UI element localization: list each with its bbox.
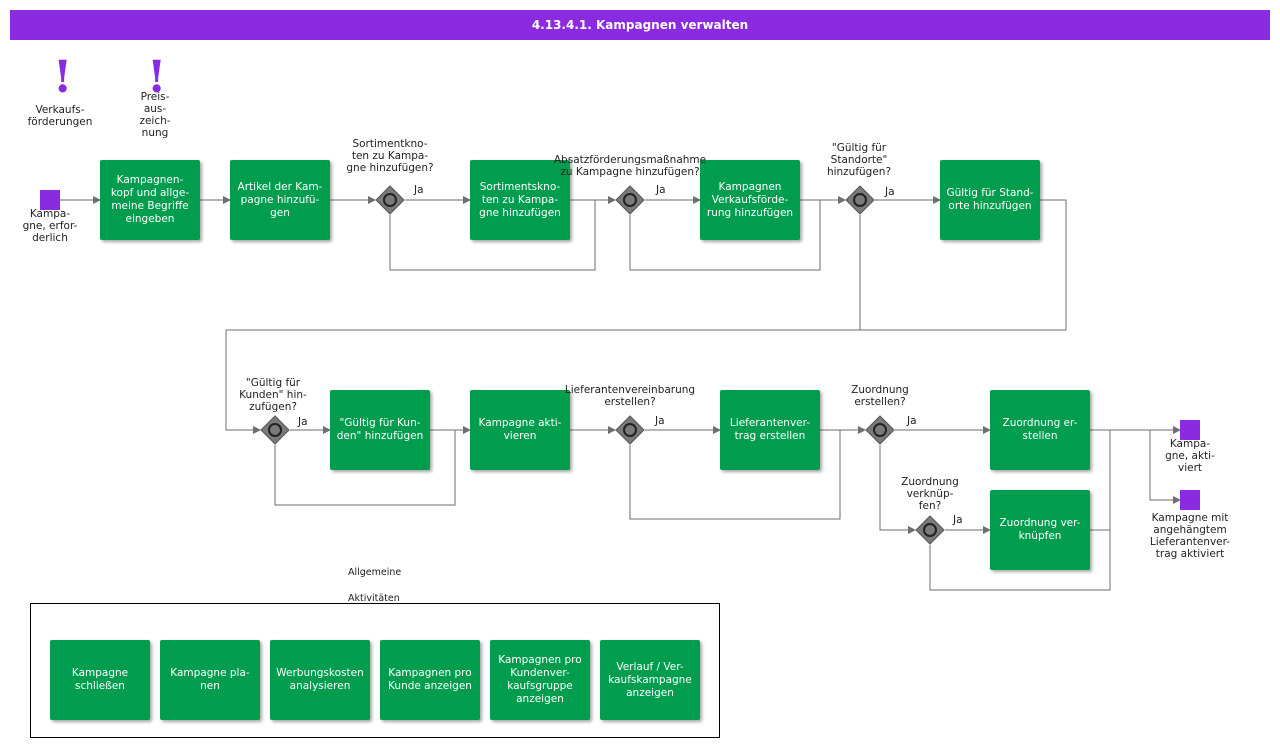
gateway-diamond-icon [260, 415, 290, 445]
annotation-verkaufsfoerderungen: Verkaufs- förderungen [27, 104, 93, 128]
end-event-contract-activated [1180, 490, 1200, 510]
task-kunden[interactable]: "Gültig für Kun- den" hinzufügen [330, 390, 430, 470]
end-event-activated [1180, 420, 1200, 440]
yes-label: Ja [414, 184, 424, 196]
task-werbungskosten[interactable]: Werbungskosten analysieren [270, 640, 370, 720]
task-kampagnen-pro-kunde[interactable]: Kampagnen pro Kunde anzeigen [380, 640, 480, 720]
gateway-label-sortiment: Sortimentkno- ten zu Kampa- gne hinzufüg… [346, 138, 434, 174]
start-event-label: Kampa- gne, erfor- derlich [22, 208, 78, 244]
task-kampagnenkopf[interactable]: Kampagnen- kopf und allge- meine Begriff… [100, 160, 200, 240]
gateway-diamond-icon [615, 415, 645, 445]
gateway-diamond-icon [615, 185, 645, 215]
gateway-label-kunden: "Gültig für Kunden" hin- zufügen? [239, 377, 307, 413]
annotation-preisauszeichnung: Preis- aus- zeich- nung [139, 91, 171, 139]
gateway-label-zuordnung-verknuepfen: Zuordnung verknüp- fen? [901, 476, 959, 512]
group-caption: Allgemeine [348, 567, 402, 578]
yes-label: Ja [907, 415, 917, 427]
gateway-label-absatzfoerderung: Absatzförderungsmaßnahme zu Kampagne hin… [553, 154, 707, 178]
gateway-label-lieferantenvereinbarung: Lieferantenvereinbarung erstellen? [564, 384, 696, 408]
task-kampagnen-pro-kundenverkaufsgruppe[interactable]: Kampagnen pro Kundenver- kaufsgruppe anz… [490, 640, 590, 720]
task-lieferantenvertrag[interactable]: Lieferantenver- trag erstellen [720, 390, 820, 470]
task-sortimentsknoten[interactable]: Sortimentskno- ten zu Kampa- gne hinzufü… [470, 160, 570, 240]
task-zuordnung-erstellen[interactable]: Zuordnung er- stellen [990, 390, 1090, 470]
gateway-diamond-icon [865, 415, 895, 445]
gateway-label-standorte: "Gültig für Standorte" hinzufügen? [826, 142, 892, 178]
gateway-diamond-icon [375, 185, 405, 215]
yes-label: Ja [655, 415, 665, 427]
yes-label: Ja [298, 416, 308, 428]
start-event [40, 190, 60, 210]
diagram-title: 4.13.4.1. Kampagnen verwalten [10, 10, 1270, 40]
exclamation-icon: ! [53, 52, 73, 103]
gateway-label-zuordnung-erstellen: Zuordnung erstellen? [851, 384, 909, 408]
yes-label: Ja [885, 186, 895, 198]
task-artikel-hinzufuegen[interactable]: Artikel der Kam- pagne hinzufü- gen [230, 160, 330, 240]
task-zuordnung-verknuepfen[interactable]: Zuordnung ver- knüpfen [990, 490, 1090, 570]
group-caption: Aktivitäten [348, 593, 400, 601]
task-kampagne-schliessen[interactable]: Kampagne schließen [50, 640, 150, 720]
gateway-diamond-icon [915, 515, 945, 545]
task-verkaufsfoerderung[interactable]: Kampagnen Verkaufsförde- rung hinzufügen [700, 160, 800, 240]
task-kampagne-aktivieren[interactable]: Kampagne akti- vieren [470, 390, 570, 470]
yes-label: Ja [656, 184, 666, 196]
end-event-contract-activated-label: Kampagne mit angehängtem Lieferantenver-… [1149, 512, 1231, 560]
other-activities-group [30, 603, 720, 738]
gateway-diamond-icon [845, 185, 875, 215]
task-kampagne-planen[interactable]: Kampagne pla- nen [160, 640, 260, 720]
task-verlauf-verkaufskampagne[interactable]: Verlauf / Ver- kaufskampagne anzeigen [600, 640, 700, 720]
exclamation-icon: ! [147, 52, 167, 103]
end-event-activated-label: Kampa- gne, akti- viert [1165, 438, 1215, 474]
yes-label: Ja [953, 514, 963, 526]
task-standorte[interactable]: Gültig für Stand- orte hinzufügen [940, 160, 1040, 240]
